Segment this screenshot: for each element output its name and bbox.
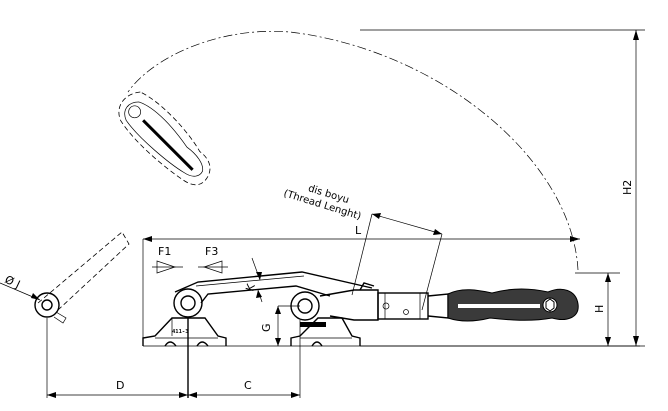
h-label: H: [593, 305, 606, 313]
d-label: D: [116, 379, 124, 392]
base-part-number: 411-3: [172, 329, 189, 335]
f3-label: F3: [205, 245, 218, 258]
h2-label: H2: [621, 180, 634, 195]
handle-open-position: [118, 91, 211, 186]
f1-label: F1: [158, 245, 171, 258]
d-dimension: D: [47, 379, 188, 398]
handle-grip: [447, 288, 579, 322]
c-dimension: C: [188, 379, 300, 398]
linkage-arm: [174, 271, 373, 304]
force-f3-indicator: F3: [198, 245, 228, 274]
k-label: K: [243, 282, 258, 293]
auxiliary-pin-view: Ø J: [0, 231, 130, 324]
right-base-bracket: [290, 291, 361, 347]
force-f1-indicator: F1: [152, 245, 183, 274]
phi-j-label: Ø J: [3, 273, 22, 291]
g-dimension: G: [260, 305, 300, 346]
h-dimension: H: [575, 272, 620, 346]
threaded-spindle: [319, 282, 449, 321]
l-label: L: [355, 224, 362, 237]
swing-arc: [127, 30, 579, 271]
overall-length-frame: [142, 236, 580, 346]
left-base-bracket: 411-3: [142, 288, 227, 347]
g-label: G: [260, 323, 273, 332]
c-label: C: [244, 379, 252, 392]
